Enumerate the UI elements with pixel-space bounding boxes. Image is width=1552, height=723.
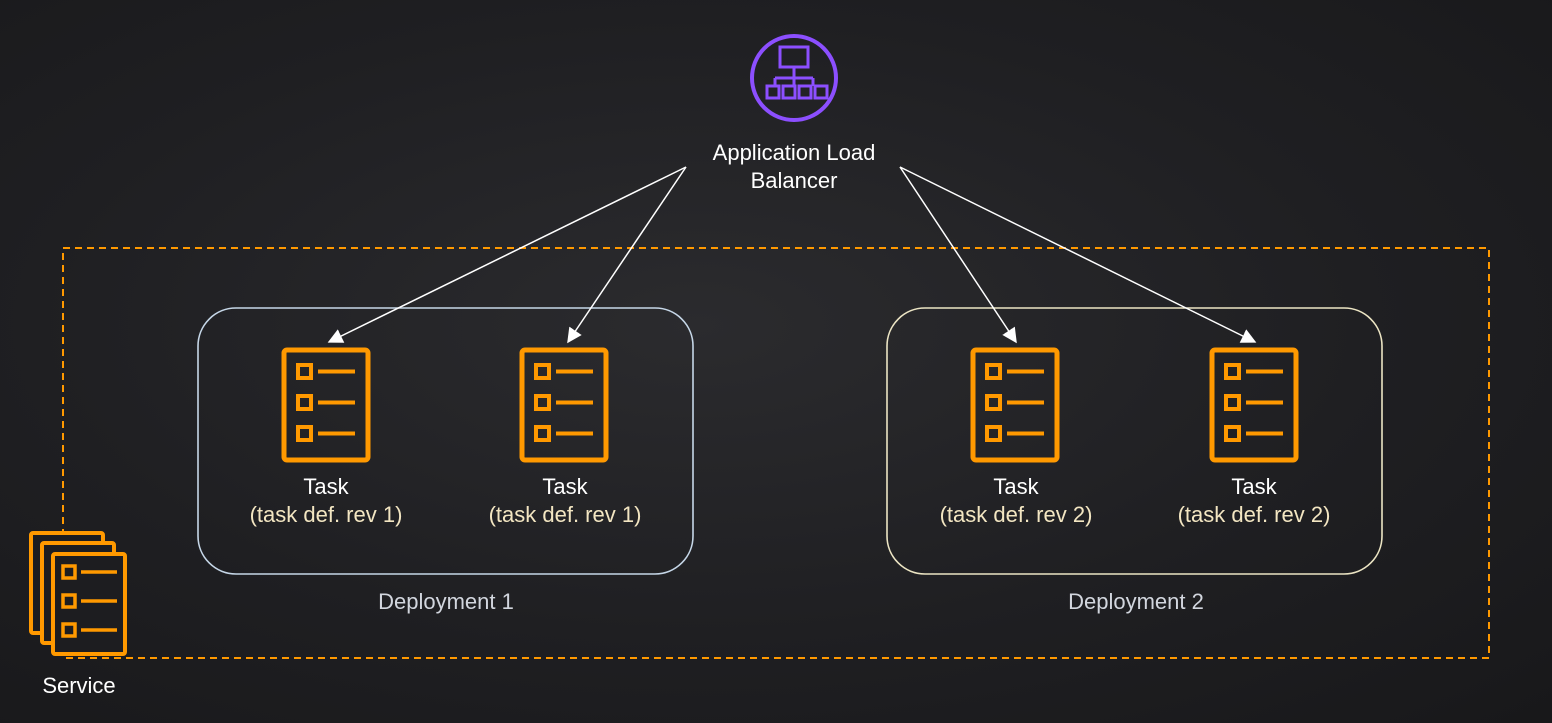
service-label: Service <box>42 673 116 698</box>
arrow-alb-to-task-3 <box>899 166 1017 344</box>
task-document-icon <box>973 350 1057 460</box>
deployment-1-label: Deployment 1 <box>378 589 514 614</box>
alb-label: Application Load Balancer <box>692 139 896 195</box>
task-document-icon <box>1212 350 1296 460</box>
task-label: Task (task def. rev 2) <box>1154 473 1354 529</box>
alb-label-line-1: Application Load <box>712 140 876 165</box>
task-label: Task (task def. rev 2) <box>916 473 1116 529</box>
task-revision: (task def. rev 2) <box>1177 502 1331 527</box>
task-title: Task <box>303 474 349 499</box>
task-revision: (task def. rev 1) <box>488 502 642 527</box>
service-stack-icon <box>29 531 127 656</box>
deployment-2-label: Deployment 2 <box>1068 589 1204 614</box>
service-boundary <box>62 247 1490 659</box>
arrow-alb-to-task-2 <box>567 166 687 344</box>
task-label: Task (task def. rev 1) <box>226 473 426 529</box>
deployment-2-container <box>886 307 1383 575</box>
task-label: Task (task def. rev 1) <box>465 473 665 529</box>
load-balancer-icon <box>750 34 838 122</box>
alb-label-line-2: Balancer <box>750 168 838 193</box>
task-title: Task <box>542 474 588 499</box>
arrow-alb-to-task-4 <box>899 166 1257 343</box>
task-document-icon <box>522 350 606 460</box>
task-title: Task <box>1231 474 1277 499</box>
task-revision: (task def. rev 1) <box>249 502 403 527</box>
task-document-icon <box>284 350 368 460</box>
deployment-1-container <box>197 307 694 575</box>
task-title: Task <box>993 474 1039 499</box>
task-revision: (task def. rev 2) <box>939 502 1093 527</box>
arrow-alb-to-task-1 <box>327 166 687 343</box>
